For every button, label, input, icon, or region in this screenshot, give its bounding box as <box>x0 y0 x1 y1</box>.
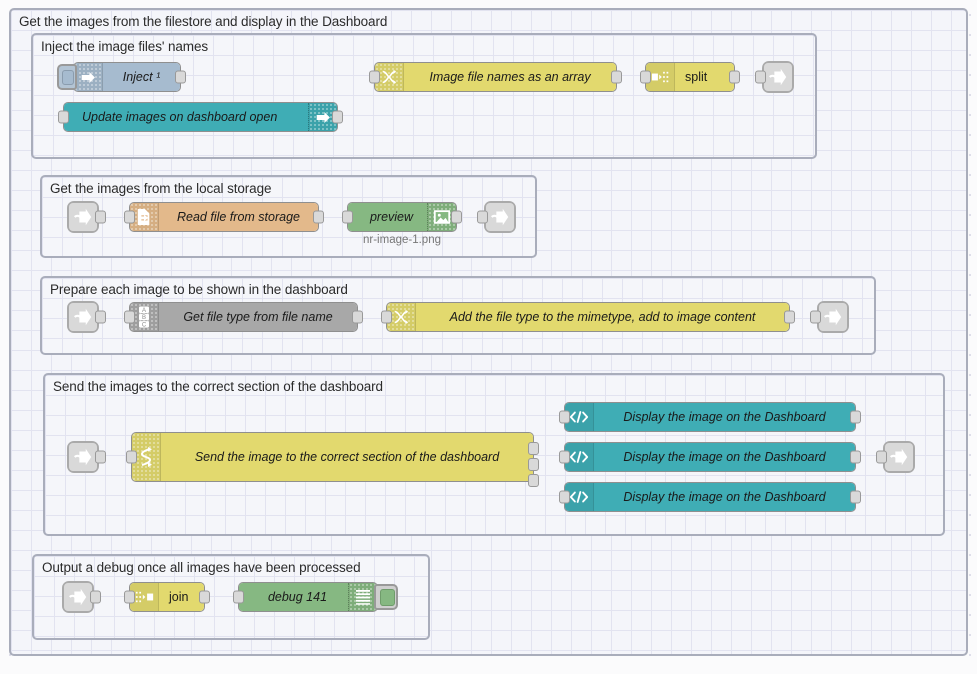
input-port[interactable] <box>559 490 570 504</box>
group-inject-label: Inject the image files' names <box>41 39 209 54</box>
node-preview[interactable]: preview <box>342 202 462 232</box>
node-link-out-2[interactable] <box>477 201 516 233</box>
input-port[interactable] <box>58 110 69 124</box>
node-read-file-label: Read file from storage <box>177 210 300 224</box>
node-inject-1[interactable]: Inject ¹ <box>57 62 186 92</box>
group-send-label: Send the images to the correct section o… <box>53 379 383 394</box>
output-port[interactable] <box>95 210 106 224</box>
output-port[interactable] <box>451 210 462 224</box>
node-debug-141-label: debug 141 <box>267 590 328 604</box>
input-port[interactable] <box>126 450 137 464</box>
node-link-in-4[interactable] <box>67 441 106 473</box>
output-port[interactable] <box>95 310 106 324</box>
node-link-in-5[interactable] <box>62 581 101 613</box>
group-inject[interactable]: Inject the image files' names <box>31 33 817 159</box>
dashboard-arrow-icon <box>308 103 337 131</box>
node-template-2-label: Display the image on the Dashboard <box>623 450 826 464</box>
function-icon <box>387 303 416 331</box>
group-prepare-label: Prepare each image to be shown in the da… <box>50 282 348 297</box>
node-link-in-2[interactable] <box>67 201 106 233</box>
node-get-file-type[interactable]: A B C Get file type from file name <box>124 302 363 332</box>
input-port[interactable] <box>640 70 651 84</box>
input-port[interactable] <box>876 450 887 464</box>
output-port[interactable] <box>850 450 861 464</box>
output-port[interactable] <box>850 410 861 424</box>
node-switch[interactable]: Send the image to the correct section of… <box>126 432 539 487</box>
node-get-file-type-label: Get file type from file name <box>183 310 333 324</box>
svg-text:A: A <box>141 308 145 314</box>
output-port[interactable] <box>199 590 210 604</box>
input-port[interactable] <box>559 410 570 424</box>
node-debug-141[interactable]: debug 141 <box>233 582 398 612</box>
node-add-mimetype[interactable]: Add the file type to the mimetype, add t… <box>381 302 795 332</box>
node-image-file-names-label: Image file names as an array <box>429 70 591 84</box>
group-debug-label: Output a debug once all images have been… <box>42 560 361 575</box>
debug-lines-icon <box>348 583 377 611</box>
input-port[interactable] <box>124 210 135 224</box>
node-inject-1-label: Inject ¹ <box>122 70 161 84</box>
node-join-label: join <box>169 590 189 604</box>
group-outer-label: Get the images from the filestore and di… <box>19 14 388 29</box>
node-join[interactable]: join <box>124 582 210 612</box>
input-port[interactable] <box>369 70 380 84</box>
group-storage-label: Get the images from the local storage <box>50 181 272 196</box>
output-port[interactable] <box>850 490 861 504</box>
link-in-icon <box>73 208 92 226</box>
node-update-images-label: Update images on dashboard open <box>82 110 278 124</box>
node-template-3-label: Display the image on the Dashboard <box>623 490 826 504</box>
node-template-3[interactable]: Display the image on the Dashboard <box>559 482 861 512</box>
input-port[interactable] <box>755 70 766 84</box>
output-port[interactable] <box>175 70 186 84</box>
node-preview-sublabel: nr-image-1.png <box>363 234 441 246</box>
node-preview-label: preview <box>369 210 414 224</box>
node-link-out-1[interactable] <box>755 61 794 93</box>
input-port[interactable] <box>810 310 821 324</box>
node-read-file[interactable]: Read file from storage <box>124 202 324 232</box>
input-port[interactable] <box>477 210 488 224</box>
node-add-mimetype-label: Add the file type to the mimetype, add t… <box>449 310 756 324</box>
link-out-icon <box>490 208 509 226</box>
link-in-icon <box>68 588 87 606</box>
node-split[interactable]: split <box>640 62 740 92</box>
input-port[interactable] <box>233 590 244 604</box>
node-link-out-3[interactable] <box>810 301 849 333</box>
svg-text:B: B <box>141 315 145 321</box>
function-icon <box>375 63 404 91</box>
inject-arrow-icon <box>74 63 103 91</box>
debug-toggle-button[interactable] <box>374 584 398 610</box>
output-port[interactable] <box>332 110 343 124</box>
input-port[interactable] <box>124 590 135 604</box>
output-port-3[interactable] <box>528 474 539 487</box>
input-port[interactable] <box>559 450 570 464</box>
output-port-1[interactable] <box>528 442 539 455</box>
output-port[interactable] <box>90 590 101 604</box>
node-image-file-names[interactable]: Image file names as an array <box>369 62 622 92</box>
input-port[interactable] <box>342 210 353 224</box>
node-link-out-4[interactable] <box>876 441 915 473</box>
svg-text:C: C <box>141 323 146 329</box>
output-port[interactable] <box>352 310 363 324</box>
link-out-icon <box>823 308 842 326</box>
inject-trigger-button[interactable] <box>57 64 77 90</box>
link-out-icon <box>768 68 787 86</box>
output-port[interactable] <box>784 310 795 324</box>
link-in-icon <box>73 448 92 466</box>
node-template-1[interactable]: Display the image on the Dashboard <box>559 402 861 432</box>
node-update-images[interactable]: Update images on dashboard open <box>58 102 343 132</box>
node-link-in-3[interactable] <box>67 301 106 333</box>
input-port[interactable] <box>381 310 392 324</box>
output-port[interactable] <box>313 210 324 224</box>
output-port[interactable] <box>95 450 106 464</box>
input-port[interactable] <box>124 310 135 324</box>
file-in-icon <box>130 203 159 231</box>
node-split-label: split <box>685 70 708 84</box>
link-out-icon <box>889 448 908 466</box>
node-switch-label: Send the image to the correct section of… <box>194 450 500 464</box>
output-port-2[interactable] <box>528 458 539 471</box>
link-in-icon <box>73 308 92 326</box>
node-template-2[interactable]: Display the image on the Dashboard <box>559 442 861 472</box>
output-port[interactable] <box>729 70 740 84</box>
node-template-1-label: Display the image on the Dashboard <box>623 410 826 424</box>
output-port[interactable] <box>611 70 622 84</box>
